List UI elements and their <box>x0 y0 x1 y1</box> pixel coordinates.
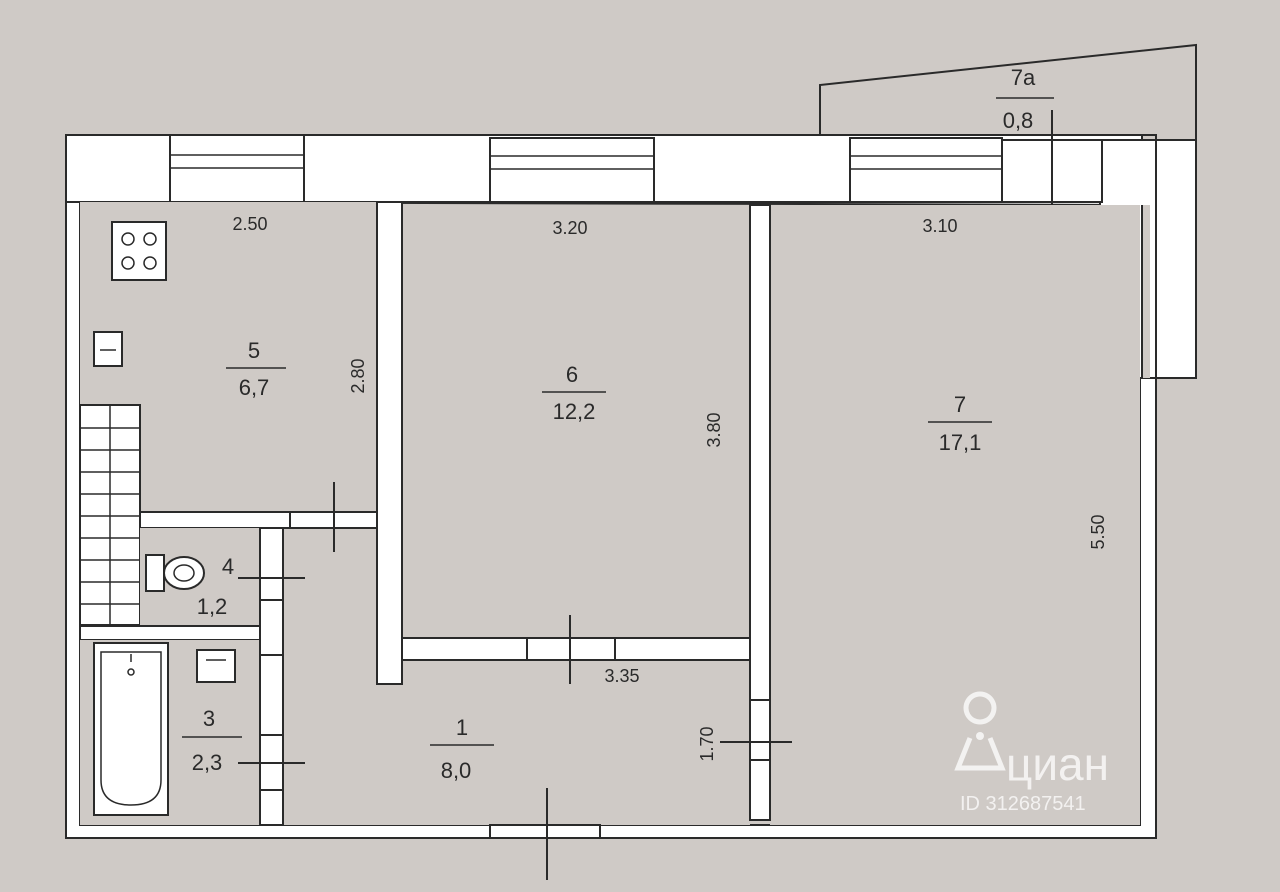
room-area: 17,1 <box>939 430 982 455</box>
room-5-label: 5 6,7 <box>226 338 286 400</box>
dimension-hall-width: 3.35 <box>604 666 639 686</box>
room-3-label: 3 2,3 <box>182 706 242 775</box>
dimension-kitchen-width: 2.50 <box>232 214 267 234</box>
room-area: 6,7 <box>239 375 270 400</box>
room-area: 0,8 <box>1003 108 1034 133</box>
dimension-room6-width: 3.20 <box>552 218 587 238</box>
room-4-label: 4 1,2 <box>197 554 234 619</box>
window-room6 <box>489 137 655 203</box>
stove-icon <box>111 221 167 281</box>
wall-toilet-bath <box>79 625 261 641</box>
interior-room7 <box>770 205 1140 825</box>
washbasin-icon <box>196 649 236 683</box>
watermark: циан ID 312687541 <box>954 691 1109 815</box>
wall-wc-hall <box>259 527 284 826</box>
dimension-room6-depth: 3.80 <box>704 412 724 447</box>
outer-perimeter <box>65 134 1157 839</box>
dimension-room7-width: 3.10 <box>922 216 957 236</box>
sink-icon <box>93 331 123 367</box>
wall-kitchen-bottom <box>139 511 378 529</box>
room-number: 3 <box>203 706 215 731</box>
balcony-side-wall <box>1142 205 1150 378</box>
wall-kitchen-room6 <box>376 201 403 685</box>
bathtub-icon <box>93 642 169 816</box>
room-1-label: 1 8,0 <box>430 715 494 783</box>
ventilation-shaft <box>79 404 141 626</box>
room-number: 1 <box>456 715 468 740</box>
wall-room6-hall <box>401 637 751 661</box>
interior-hall <box>283 528 750 825</box>
wall-room6-room7 <box>749 204 771 701</box>
entrance-door <box>489 788 601 880</box>
room-number: 5 <box>248 338 260 363</box>
room-area: 8,0 <box>441 758 472 783</box>
balcony-door <box>1001 110 1103 218</box>
room-area: 1,2 <box>197 594 228 619</box>
dimension-hall-depth: 1.70 <box>697 726 717 761</box>
room-number: 7 <box>954 392 966 417</box>
dimension-room7-depth: 5.50 <box>1088 514 1108 549</box>
room-7-label: 7 17,1 <box>928 392 992 455</box>
room-6-label: 6 12,2 <box>542 362 606 424</box>
room-area: 12,2 <box>553 399 596 424</box>
watermark-brand: циан <box>1006 738 1109 790</box>
dimension-kitchen-depth: 2.80 <box>348 358 368 393</box>
watermark-id: ID 312687541 <box>960 793 1086 815</box>
location-pin-icon <box>954 691 1006 771</box>
room-7a-label: 7а 0,8 <box>996 65 1054 133</box>
room-number: 4 <box>222 554 234 579</box>
room-area: 2,3 <box>192 750 223 775</box>
room-number: 6 <box>566 362 578 387</box>
room-number: 7а <box>1011 65 1036 90</box>
toilet-icon <box>145 554 205 592</box>
window-kitchen <box>169 134 305 203</box>
window-room7 <box>849 137 1003 203</box>
